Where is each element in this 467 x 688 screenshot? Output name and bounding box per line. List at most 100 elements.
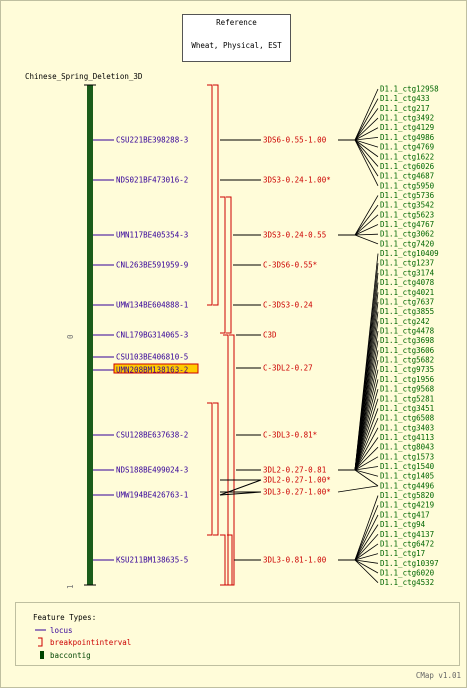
contig-label[interactable]: D1.1_ctg4113 [380, 433, 434, 442]
locus-label[interactable]: CNL263BE591959-9 [116, 261, 188, 270]
contig-label[interactable]: D1.1_ctg10409 [380, 249, 439, 258]
interval-label[interactable]: 3DS3-0.24-1.00* [263, 176, 331, 185]
contig-link [354, 139, 379, 186]
contig-label[interactable]: D1.1_ctg7637 [380, 297, 434, 306]
contig-label[interactable]: D1.1_ctg5682 [380, 356, 434, 365]
contig-label[interactable]: D1.1_ctg5820 [380, 491, 435, 500]
contig-label[interactable]: D1.1_ctg6472 [380, 539, 434, 548]
locus-label[interactable]: UMN117BE405354-3 [116, 231, 188, 240]
interval-label[interactable]: C-3DL3-0.81* [263, 431, 317, 440]
contig-label[interactable]: D1.1_ctg217 [380, 104, 430, 113]
contig-label[interactable]: D1.1_ctg417 [380, 510, 430, 519]
cmap-version: CMap v1.01 [415, 671, 461, 680]
contig-link [354, 553, 379, 561]
locus-label[interactable]: UMW194BE426763-1 [116, 491, 188, 500]
contig-label[interactable]: D1.1_ctg7420 [380, 239, 435, 248]
locus-label[interactable]: NDS188BE499024-3 [116, 466, 188, 475]
contig-label[interactable]: D1.1_ctg12958 [380, 85, 439, 94]
contig-label[interactable]: D1.1_ctg433 [380, 94, 430, 103]
contig-label[interactable]: D1.1_ctg3403 [380, 423, 434, 432]
contig-label[interactable]: D1.1_ctg3855 [380, 307, 434, 316]
contig-label[interactable]: D1.1_ctg1573 [380, 452, 434, 461]
contig-link [354, 505, 379, 561]
interval-label[interactable]: 3DS3-0.24-0.55 [263, 231, 326, 240]
contig-label[interactable]: D1.1_ctg6508 [380, 414, 435, 423]
contig-link [354, 469, 379, 487]
locus-label[interactable]: CSU221BE398288-3 [116, 136, 188, 145]
contig-label[interactable]: D1.1_ctg4687 [380, 172, 434, 181]
contig-label[interactable]: D1.1_ctg9568 [380, 385, 435, 394]
interval-label[interactable]: 3DL2-0.27-0.81 [263, 466, 326, 475]
contig-link [354, 456, 379, 471]
interval-bracket [213, 84, 219, 306]
contig-label[interactable]: D1.1_ctg94 [380, 520, 426, 529]
contig-link [354, 446, 379, 471]
contig-label[interactable]: D1.1_ctg242 [380, 317, 430, 326]
contig-label[interactable]: D1.1_ctg3542 [380, 201, 434, 210]
contig-label[interactable]: D1.1_ctg17 [380, 549, 425, 558]
contig-label[interactable]: D1.1_ctg4478 [380, 327, 435, 336]
contig-label[interactable]: D1.1_ctg4078 [380, 278, 435, 287]
interval-label[interactable]: 3DL2-0.27-1.00* [263, 476, 331, 485]
interval-label[interactable]: C3D [263, 331, 277, 340]
map-title[interactable]: Chinese_Spring_Deletion_3D [25, 72, 143, 81]
contig-label[interactable]: D1.1_ctg5623 [380, 210, 434, 219]
contig-label[interactable]: D1.1_ctg4496 [380, 481, 435, 490]
contig-label[interactable]: D1.1_ctg3606 [380, 346, 435, 355]
contig-label[interactable]: D1.1_ctg3174 [380, 268, 435, 277]
interval-label[interactable]: 3DL3-0.81-1.00 [263, 556, 327, 565]
locus-label[interactable]: UMN208BM138163-2 [116, 366, 188, 375]
contig-label[interactable]: D1.1_ctg5281 [380, 394, 434, 403]
locus-label[interactable]: CSU128BE637638-2 [116, 431, 188, 440]
contig-label[interactable]: D1.1_ctg10397 [380, 559, 439, 568]
contig-link [354, 543, 379, 561]
contig-label[interactable]: D1.1_ctg1540 [380, 462, 435, 471]
contig-label[interactable]: D1.1_ctg1622 [380, 152, 434, 161]
locus-label[interactable]: KSU211BM138635-5 [116, 556, 188, 565]
interval-label[interactable]: C-3DL2-0.27 [263, 364, 313, 373]
contig-label[interactable]: D1.1_ctg4767 [380, 220, 434, 229]
contig-label[interactable]: D1.1_ctg4219 [380, 501, 434, 510]
contig-label[interactable]: D1.1_ctg3492 [380, 114, 434, 123]
green-bar-icon [40, 651, 44, 659]
legend-title: Feature Types: [33, 613, 96, 622]
contig-label[interactable]: D1.1_ctg5736 [380, 191, 435, 200]
contig-link [354, 224, 379, 236]
contig-label[interactable]: D1.1_ctg4986 [380, 133, 435, 142]
contig-label[interactable]: D1.1_ctg4532 [380, 578, 434, 587]
interval-label[interactable]: 3DL3-0.27-1.00* [263, 488, 331, 497]
contig-label[interactable]: D1.1_ctg8043 [380, 443, 434, 452]
contig-label[interactable]: D1.1_ctg1237 [380, 259, 434, 268]
contig-label[interactable]: D1.1_ctg1956 [380, 375, 435, 384]
interval-label[interactable]: C-3DS6-0.55* [263, 261, 317, 270]
contig-label[interactable]: D1.1_ctg4137 [380, 530, 434, 539]
highlighted-locus-box[interactable] [113, 363, 199, 374]
contig-label[interactable]: D1.1_ctg9735 [380, 365, 434, 374]
locus-label[interactable]: CSU103BE406810-5 [116, 353, 188, 362]
locus-label[interactable]: UMW134BE604888-1 [116, 301, 188, 310]
contig-label[interactable]: D1.1_ctg4129 [380, 123, 434, 132]
contig-label[interactable]: D1.1_ctg3698 [380, 336, 435, 345]
contig-label[interactable]: D1.1_ctg6026 [380, 162, 435, 171]
contig-label[interactable]: D1.1_ctg3062 [380, 230, 434, 239]
contig-label[interactable]: D1.1_ctg6020 [380, 569, 435, 578]
contig-label[interactable]: D1.1_ctg3451 [380, 404, 434, 413]
contig-label[interactable]: D1.1_ctg5950 [380, 181, 435, 190]
contig-label[interactable]: D1.1_ctg4769 [380, 143, 434, 152]
contig-link [354, 495, 379, 561]
locus-label[interactable]: CNL179BG314065-3 [116, 331, 188, 340]
contig-link [354, 88, 379, 141]
locus-label[interactable]: NDS021BF473016-2 [116, 176, 188, 185]
correspondence-line [219, 491, 262, 496]
contig-label[interactable]: D1.1_ctg1405 [380, 472, 434, 481]
map-backbone-bar[interactable] [87, 85, 93, 585]
contig-link [354, 398, 379, 471]
contig-link [354, 98, 379, 141]
interval-label[interactable]: 3DS6-0.55-1.00 [263, 136, 327, 145]
contig-link [354, 524, 379, 561]
contig-link [354, 139, 379, 158]
reference-box[interactable]: Reference Wheat, Physical, EST [182, 14, 291, 62]
contig-label[interactable]: D1.1_ctg4021 [380, 288, 434, 297]
interval-label[interactable]: C-3DS3-0.24 [263, 301, 313, 310]
contig-link [354, 204, 379, 236]
